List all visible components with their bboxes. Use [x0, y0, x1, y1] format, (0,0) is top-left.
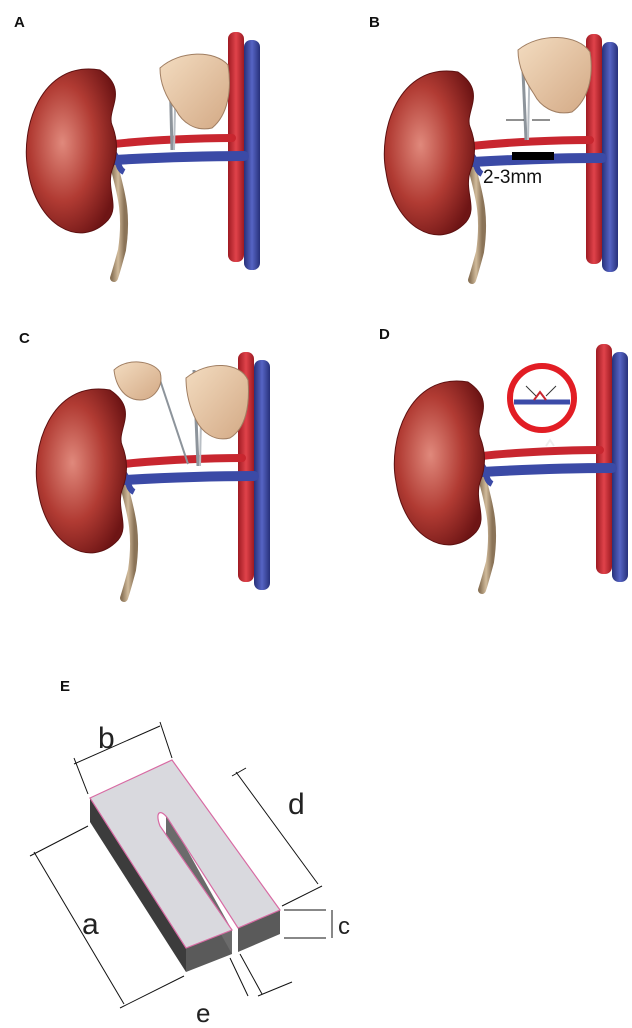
dim-label-b: b — [98, 722, 115, 755]
panel-d — [394, 344, 628, 590]
dim-label-d: d — [288, 788, 305, 821]
scale-bar-label: 2-3mm — [483, 167, 542, 188]
dim-label-e: e — [196, 998, 210, 1028]
magnified-inset — [510, 366, 574, 430]
dim-label-c: c — [338, 913, 350, 940]
scale-bar — [512, 152, 554, 160]
panel-b — [384, 34, 618, 280]
panel-c — [36, 352, 270, 598]
second-hand-icon — [114, 362, 161, 400]
clip-marker — [546, 440, 554, 446]
dim-label-a: a — [82, 908, 99, 941]
panel-a — [26, 32, 260, 278]
panel-e-block — [90, 760, 280, 972]
